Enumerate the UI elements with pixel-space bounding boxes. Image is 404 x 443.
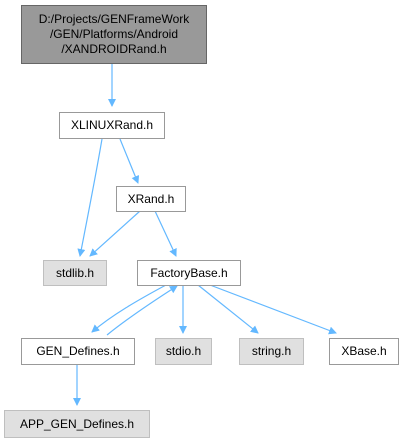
edge-factorybase-to-gen-defines bbox=[91, 284, 167, 333]
node-stdio[interactable]: stdio.h bbox=[155, 338, 212, 365]
node-stdlib[interactable]: stdlib.h bbox=[43, 260, 107, 286]
node-factorybase[interactable]: FactoryBase.h bbox=[137, 260, 241, 286]
edge-gen-defines-to-factorybase bbox=[106, 285, 178, 336]
edge-xlinuxrand-to-xrand bbox=[119, 138, 140, 184]
edge-xlinuxrand-to-stdlib bbox=[77, 138, 103, 257]
node-root-file[interactable]: D:/Projects/GENFrameWork /GEN/Platforms/… bbox=[21, 5, 207, 64]
node-xlinuxrand[interactable]: XLINUXRand.h bbox=[59, 112, 165, 139]
node-app-gen-defines[interactable]: APP_GEN_Defines.h bbox=[4, 410, 150, 438]
node-string[interactable]: string.h bbox=[239, 338, 304, 365]
node-gen-defines[interactable]: GEN_Defines.h bbox=[21, 338, 135, 365]
node-xbase[interactable]: XBase.h bbox=[329, 338, 399, 365]
edge-factorybase-to-xbase bbox=[209, 284, 337, 335]
node-xrand[interactable]: XRand.h bbox=[116, 186, 186, 212]
edge-xrand-to-stdlib bbox=[89, 210, 141, 257]
edge-factorybase-to-string bbox=[197, 284, 259, 334]
edge-xrand-to-factorybase bbox=[154, 210, 177, 257]
